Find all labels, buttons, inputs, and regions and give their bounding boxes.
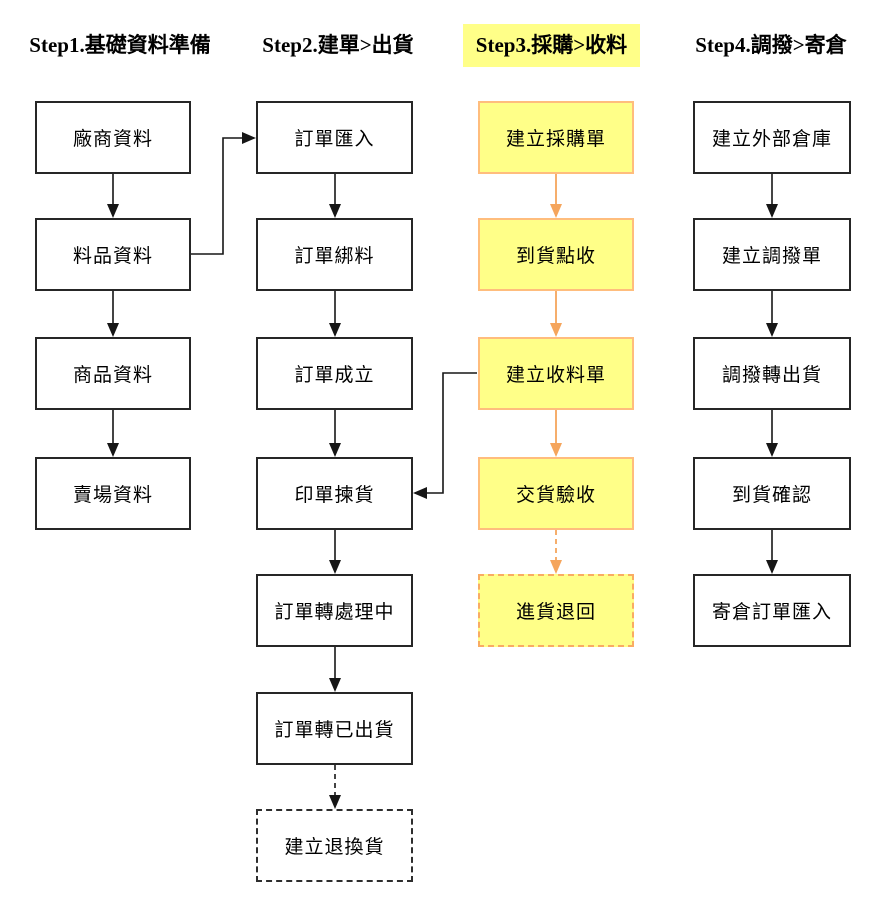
node-step3-create-receipt: 建立收料單 (478, 337, 634, 410)
node-step4-create-external-warehouse: 建立外部倉庫 (693, 101, 851, 174)
node-step2-order-import: 訂單匯入 (256, 101, 413, 174)
column-header-step1: Step1.基礎資料準備 (29, 33, 211, 57)
node-step2-order-bind: 訂單綁料 (256, 218, 413, 291)
node-step3-arrival-check: 到貨點收 (478, 218, 634, 291)
node-step2-order-shipped: 訂單轉已出貨 (256, 692, 413, 765)
node-step3-delivery-inspection: 交貨驗收 (478, 457, 634, 530)
column-header-step2: Step2.建單>出貨 (262, 33, 414, 57)
node-step2-create-return: 建立退換貨 (256, 809, 413, 882)
node-step2-order-confirm: 訂單成立 (256, 337, 413, 410)
node-step3-create-purchase-order: 建立採購單 (478, 101, 634, 174)
node-step4-consign-order-import: 寄倉訂單匯入 (693, 574, 851, 647)
column-header-step4: Step4.調撥>寄倉 (695, 33, 847, 57)
node-step1-material-data: 料品資料 (35, 218, 191, 291)
node-step3-purchase-return: 進貨退回 (478, 574, 634, 647)
arrow-s1r2-to-s2r1 (191, 132, 256, 255)
node-step2-print-pick: 印單揀貨 (256, 457, 413, 530)
node-step4-arrival-confirm: 到貨確認 (693, 457, 851, 530)
node-step4-transfer-to-shipment: 調撥轉出貨 (693, 337, 851, 410)
column-header-step3-highlighted: Step3.採購>收料 (463, 24, 640, 67)
node-step1-store-data: 賣場資料 (35, 457, 191, 530)
arrow-s3r3-to-s2r4 (413, 372, 477, 499)
node-step1-product-data: 商品資料 (35, 337, 191, 410)
node-step2-order-processing: 訂單轉處理中 (256, 574, 413, 647)
node-step1-vendor-data: 廠商資料 (35, 101, 191, 174)
node-step4-create-transfer-order: 建立調撥單 (693, 218, 851, 291)
